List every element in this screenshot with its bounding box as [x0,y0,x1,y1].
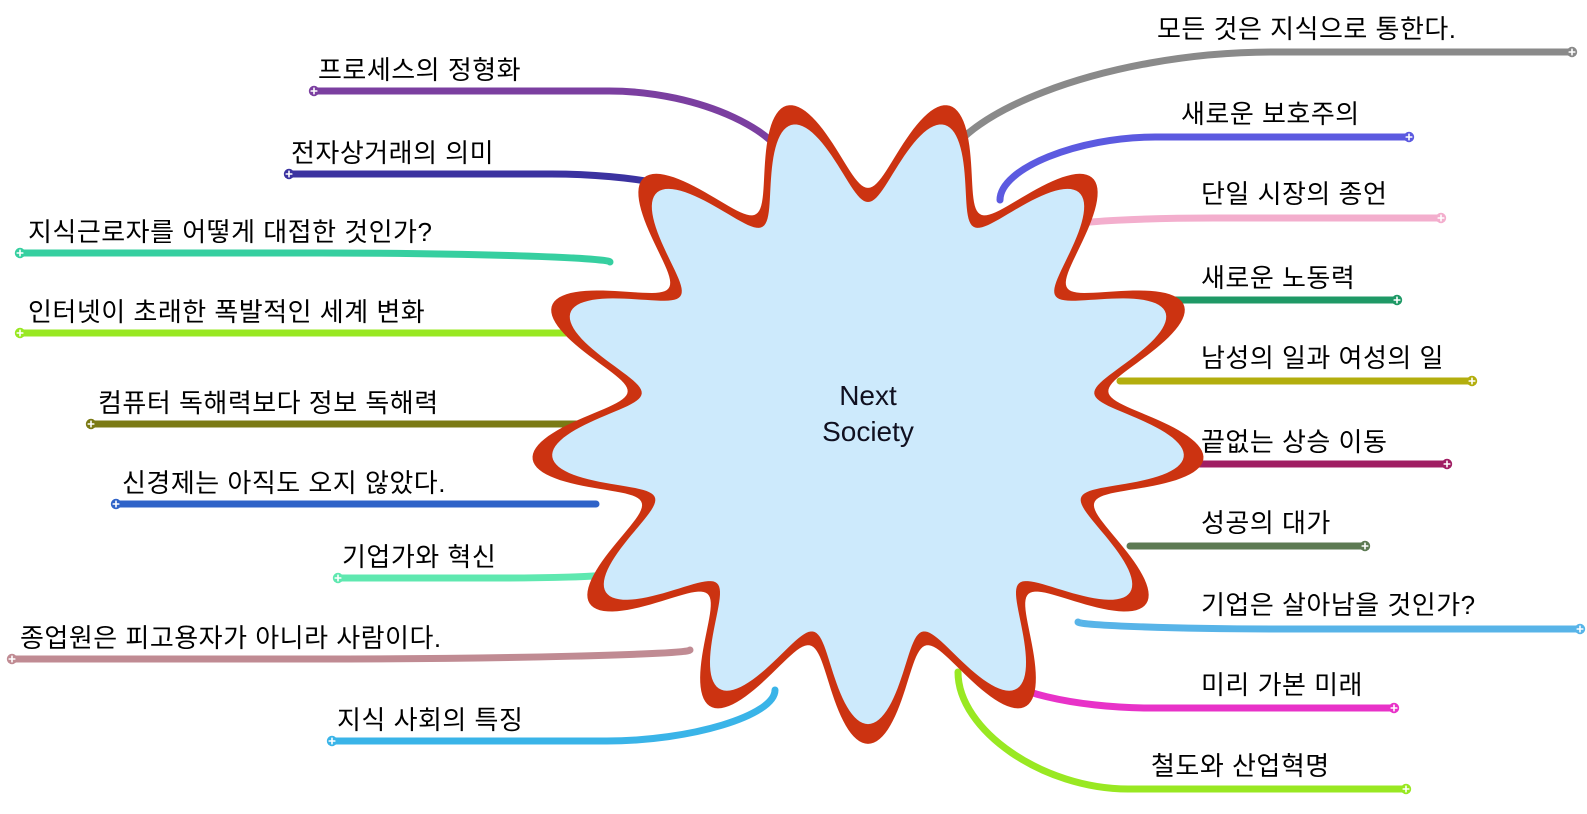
plus-icon [310,87,318,95]
plus-icon [285,170,293,178]
branch-label[interactable]: 기업가와 혁신 [342,542,497,572]
branch-expand-node[interactable] [14,247,26,259]
branch-node-group [6,46,1586,795]
branch-line[interactable] [8,646,694,663]
branch-label[interactable]: 철도와 산업혁명 [1151,751,1330,781]
branch-label[interactable]: 지식 사회의 특징 [337,705,524,735]
branch-expand-node[interactable] [283,168,295,180]
plus-icon [1437,214,1445,222]
branch-expand-node[interactable] [110,498,122,510]
branch-label[interactable]: 끝없는 상승 이동 [1201,427,1388,457]
branch-expand-node[interactable] [1566,46,1578,58]
branch-expand-node[interactable] [1466,375,1478,387]
branch-label[interactable]: 미리 가본 미래 [1201,670,1363,700]
branch-line[interactable] [328,686,779,745]
branch-expand-node[interactable] [85,418,97,430]
plus-icon [334,574,342,582]
branch-expand-node[interactable] [1574,623,1586,635]
branch-line[interactable] [1071,214,1445,229]
plus-icon [1405,133,1413,141]
branch-label[interactable]: 기업은 살아남을 것인가? [1201,590,1476,620]
branch-label[interactable]: 새로운 노동력 [1201,263,1356,293]
plus-icon [1568,48,1576,56]
branch-label[interactable]: 성공의 대가 [1201,508,1331,538]
branch-label[interactable]: 전자상거래의 의미 [291,138,495,168]
branch-line[interactable] [954,668,1410,793]
plus-icon [16,249,24,257]
branch-label[interactable]: 남성의 일과 여성의 일 [1201,343,1444,373]
branch-line[interactable] [334,571,604,582]
branch-label[interactable]: 새로운 보호주의 [1181,99,1360,129]
branch-line[interactable] [16,249,614,266]
plus-icon [1576,625,1584,633]
branch-expand-node[interactable] [326,735,338,747]
plus-icon [1468,377,1476,385]
branch-label[interactable]: 종업원은 피고용자가 아니라 사람이다. [20,623,442,653]
plus-icon [1443,460,1451,468]
central-cloud[interactable] [532,105,1204,744]
plus-icon [1393,296,1401,304]
branch-expand-node[interactable] [1391,294,1403,306]
plus-icon [1402,785,1410,793]
plus-icon [328,737,336,745]
branch-label[interactable]: 단일 시장의 종언 [1201,179,1388,209]
plus-icon [1361,542,1369,550]
branch-label[interactable]: 인터넷이 초래한 폭발적인 세계 변화 [28,297,426,327]
branch-expand-node[interactable] [14,327,26,339]
branch-expand-node[interactable] [1400,783,1412,795]
plus-icon [16,329,24,337]
branch-expand-node[interactable] [308,85,320,97]
branch-expand-node[interactable] [6,653,18,665]
branch-line[interactable] [996,133,1413,204]
branch-label[interactable]: 지식근로자를 어떻게 대접한 것인가? [28,217,433,247]
branch-expand-node[interactable] [1403,131,1415,143]
branch-expand-node[interactable] [1441,458,1453,470]
branch-line[interactable] [1074,618,1584,633]
plus-icon [87,420,95,428]
branch-expand-node[interactable] [1359,540,1371,552]
branch-label[interactable]: 컴퓨터 독해력보다 정보 독해력 [98,388,439,418]
branch-label[interactable]: 모든 것은 지식으로 통한다. [1157,14,1457,44]
cloud-fill [552,124,1184,725]
plus-icon [112,500,120,508]
branch-label[interactable]: 신경제는 아직도 오지 않았다. [122,468,446,498]
branch-expand-node[interactable] [1388,702,1400,714]
plus-icon [1390,704,1398,712]
center-topic-label: Next Society [822,380,914,447]
branch-expand-node[interactable] [1435,212,1447,224]
branch-expand-node[interactable] [332,572,344,584]
branch-label[interactable]: 프로세스의 정형화 [318,55,522,85]
plus-icon [8,655,16,663]
